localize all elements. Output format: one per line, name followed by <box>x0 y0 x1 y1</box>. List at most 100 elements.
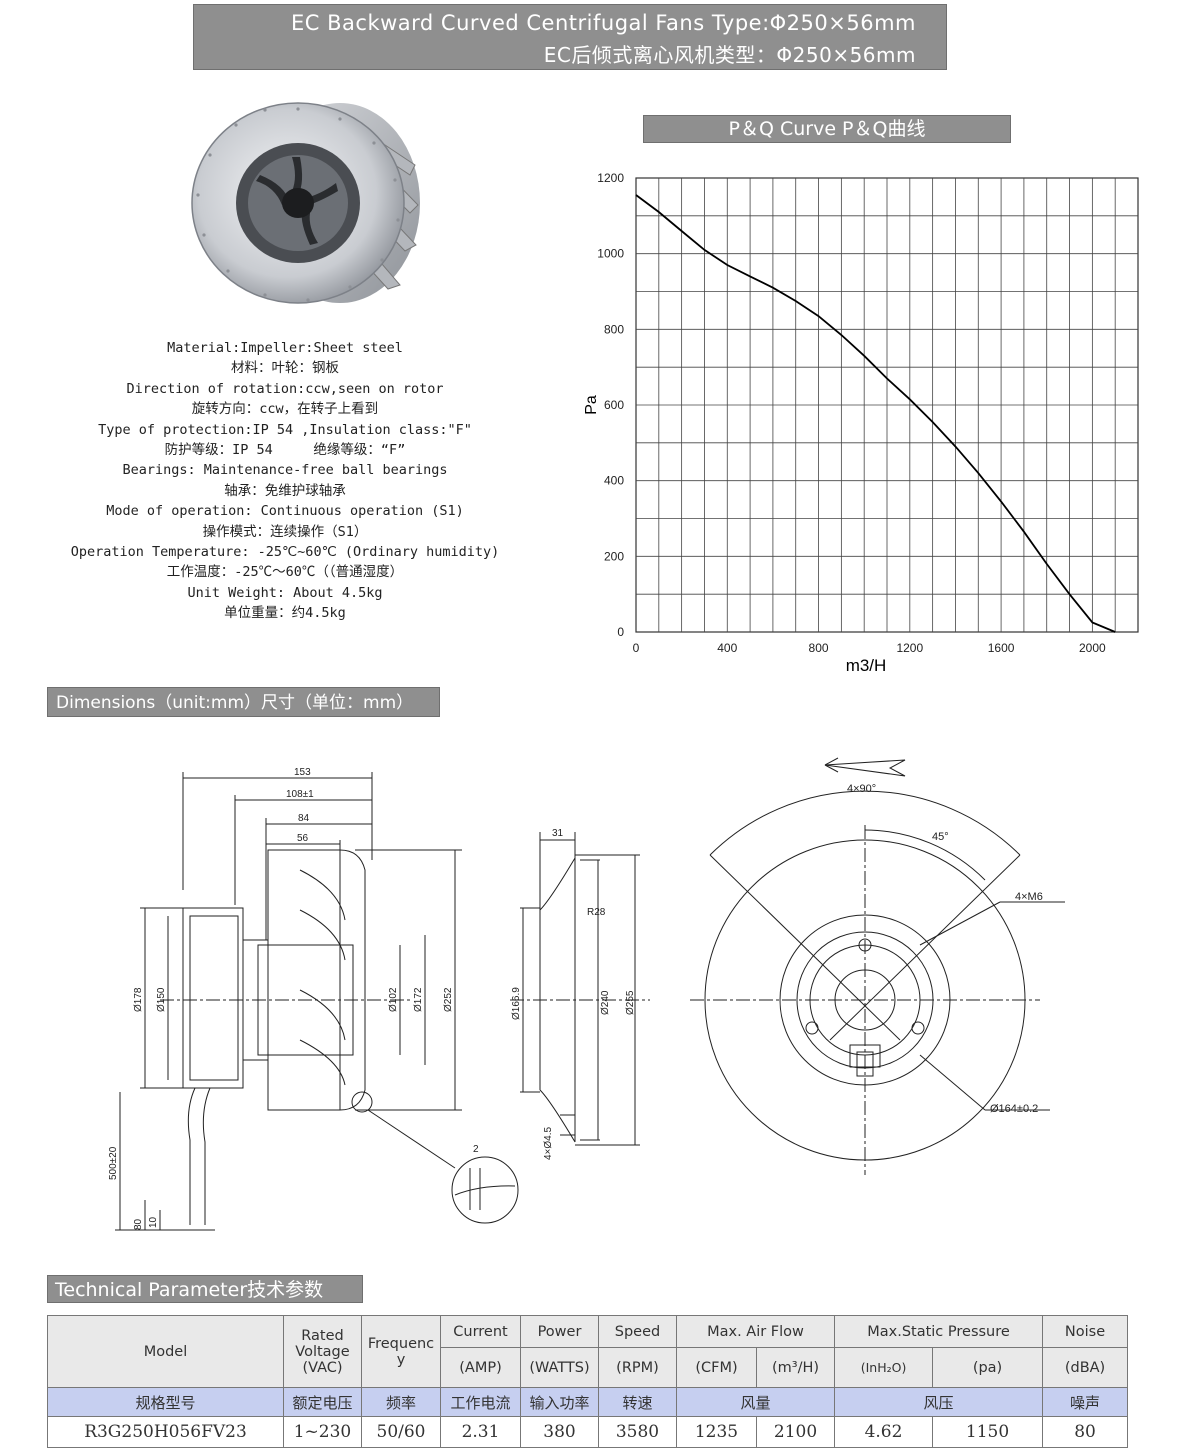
x-tick-label: 1200 <box>896 641 923 655</box>
dim-108: 108±1 <box>286 789 314 800</box>
y-tick-label: 0 <box>617 625 624 639</box>
dim-178: Ø178 <box>133 987 144 1012</box>
header-voltage-line2: Voltage <box>295 1343 350 1360</box>
dimension-drawings: 153 108±1 84 56 Ø178 Ø150 Ø102 Ø172 Ø252… <box>108 757 1065 1231</box>
fan-product-image <box>191 102 420 304</box>
value-frequency: 50/60 <box>361 1416 441 1448</box>
dim-172: Ø172 <box>413 987 424 1012</box>
dim-240: Ø240 <box>600 990 611 1015</box>
dim-102: Ø102 <box>388 987 399 1012</box>
y-tick-label: 400 <box>604 474 624 488</box>
x-tick-labels: 0 400 800 1200 1600 2000 <box>633 641 1106 655</box>
unit-speed: (RPM) <box>598 1347 677 1388</box>
tech-parameter-banner: Technical Parameter技术参数 <box>47 1275 363 1303</box>
spec-line: Bearings: Maintenance-free ball bearings <box>122 462 448 479</box>
section-view-drawing <box>510 832 650 1146</box>
angle-45: 45° <box>932 831 949 843</box>
unit-inh2o: (InH₂O) <box>834 1347 934 1388</box>
header-voltage-line3: (VAC) <box>302 1359 343 1376</box>
dim-164: Ø164±0.2 <box>990 1103 1038 1115</box>
value-speed: 3580 <box>598 1416 677 1448</box>
y-tick-label: 800 <box>604 322 624 336</box>
cn-header-airflow: 风量 <box>675 1387 836 1417</box>
cn-header-model: 规格型号 <box>47 1387 284 1417</box>
dim-80: 80 <box>133 1218 144 1230</box>
y-tick-label: 1200 <box>597 171 624 185</box>
dim-166: Ø166.9 <box>511 987 522 1020</box>
header-power: Power <box>520 1315 599 1348</box>
thread-4xm6: 4×M6 <box>1015 891 1043 903</box>
unit-dba: (dBA) <box>1042 1347 1129 1388</box>
spec-line: Operation Temperature: -25℃~60℃ (Ordinar… <box>70 544 500 561</box>
value-cfm: 1235 <box>676 1416 757 1448</box>
spec-line: Material:Impeller:Sheet steel <box>167 340 403 356</box>
cn-header-power: 输入功率 <box>520 1387 599 1417</box>
dim-255: Ø255 <box>625 990 636 1015</box>
dim-r28: R28 <box>587 907 606 918</box>
series-group <box>635 194 1116 633</box>
spec-line: 旋转方向：ccw，在转子上看到 <box>191 401 379 418</box>
dim-84: 84 <box>298 813 310 824</box>
pq-curve-banner: P＆Q Curve P＆Q曲线 <box>643 115 1011 143</box>
x-axis-label: m3/H <box>846 656 887 675</box>
spec-line: 操作模式：连续操作（S1） <box>202 523 368 540</box>
cn-header-voltage: 额定电压 <box>283 1387 362 1417</box>
spec-line: 防护等级：IP 54 绝缘等级：“F” <box>164 442 406 459</box>
cn-header-noise: 噪声 <box>1042 1387 1129 1417</box>
cn-header-frequency: 频率 <box>361 1387 441 1417</box>
dim-2: 2 <box>473 1144 479 1155</box>
chart-grid <box>635 177 1139 633</box>
dim-56: 56 <box>297 833 309 844</box>
cn-header-pressure: 风压 <box>834 1387 1044 1417</box>
y-tick-label: 1000 <box>597 247 624 261</box>
header-voltage: Rated Voltage (VAC) <box>283 1315 362 1388</box>
header-model: Model <box>47 1315 284 1388</box>
header-freq-line1: Frequenc <box>367 1335 435 1352</box>
unit-pa: (pa) <box>932 1347 1044 1388</box>
spec-line: 材料：叶轮：钢板 <box>231 360 339 377</box>
dim-hole: 4×Ø4.5 <box>543 1126 554 1160</box>
unit-cfm: (CFM) <box>676 1347 757 1388</box>
value-voltage: 1~230 <box>283 1416 362 1448</box>
value-m3h: 2100 <box>755 1416 836 1448</box>
side-view-drawing <box>115 772 519 1231</box>
spec-list: Material:Impeller:Sheet steel 材料：叶轮：钢板 D… <box>60 338 510 624</box>
spec-line: Unit Weight: About 4.5kg <box>187 584 383 601</box>
y-axis-label: Pa <box>583 395 600 415</box>
table-row: R3G250H056FV23 1~230 50/60 2.31 380 3580… <box>47 1416 1129 1448</box>
x-tick-label: 800 <box>809 641 829 655</box>
value-noise: 80 <box>1042 1416 1129 1448</box>
dim-252: Ø252 <box>443 987 454 1012</box>
value-pa: 1150 <box>932 1416 1044 1448</box>
dim-10: 10 <box>148 1216 159 1228</box>
header-noise: Noise <box>1042 1315 1129 1348</box>
x-tick-label: 400 <box>717 641 737 655</box>
value-inh2o: 4.62 <box>834 1416 934 1448</box>
unit-current: (AMP) <box>440 1347 521 1388</box>
value-power: 380 <box>520 1416 599 1448</box>
spec-line: Type of protection:IP 54 ,Insulation cla… <box>98 421 472 438</box>
value-current: 2.31 <box>440 1416 521 1448</box>
dim-153: 153 <box>294 767 311 778</box>
title-english: EC Backward Curved Centrifugal Fans Type… <box>291 11 916 35</box>
header-frequency: Frequenc y <box>361 1315 441 1388</box>
header-freq-line2: y <box>396 1351 406 1368</box>
x-tick-label: 1600 <box>988 641 1015 655</box>
unit-m3h: (m³/H) <box>755 1347 836 1388</box>
spec-line: Direction of rotation:ccw,seen on rotor <box>126 380 444 397</box>
x-tick-label: 0 <box>633 641 640 655</box>
pq-series-line <box>635 194 1116 633</box>
spec-line: Mode of operation: Continuous operation … <box>106 503 464 520</box>
value-model: R3G250H056FV23 <box>47 1416 284 1448</box>
cn-header-current: 工作电流 <box>440 1387 521 1417</box>
angle-4x90: 4×90° <box>847 783 876 795</box>
y-tick-label: 600 <box>604 398 624 412</box>
dim-150: Ø150 <box>156 987 167 1012</box>
dim-31: 31 <box>552 828 564 839</box>
header-voltage-line1: Rated <box>301 1327 344 1344</box>
dim-500: 500±20 <box>108 1146 119 1180</box>
x-tick-label: 2000 <box>1079 641 1106 655</box>
spec-line: 轴承：免维护球轴承 <box>224 482 346 499</box>
title-chinese: EC后倾式离心风机类型：Φ250×56mm <box>543 43 916 67</box>
